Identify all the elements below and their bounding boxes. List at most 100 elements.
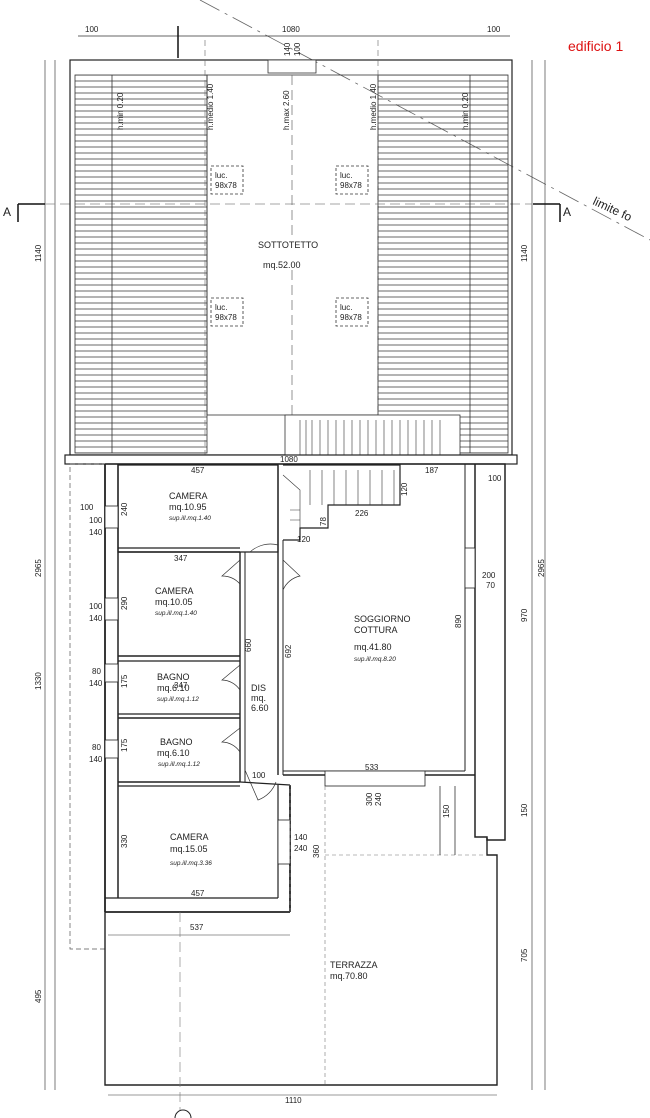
dim-187: 187 [425,466,439,475]
attic-name: SOTTOTETTO [258,240,318,250]
dim-right-705: 705 [520,948,529,962]
skylight [335,165,369,195]
section-mark-right: A [533,203,571,222]
door-swing [249,543,279,553]
window [104,505,119,529]
dim-top-small-b: 100 [293,42,302,56]
dim-347-b: 347 [174,681,188,690]
skylight-label: luc. [215,171,227,180]
height-label-5: h.min 0.20 [461,92,470,130]
dim-right-970: 970 [520,608,529,622]
height-label-3: h.max 2.60 [282,90,291,130]
section-label-left: A [3,205,11,219]
dim-175-b: 175 [120,738,129,752]
main-floor [69,463,506,950]
dim-120-a: 120 [400,482,409,496]
terrace: TERRAZZA mq.70.80 [104,785,498,1110]
room-name-camera-3: CAMERA [170,832,209,842]
terrace-name: TERRAZZA [330,960,378,970]
dim-692: 692 [284,644,293,658]
dim-left-1140: 1140 [34,244,43,262]
room-area-camera-2: mq.10.05 [155,597,193,607]
dim-left-1330: 1330 [34,672,43,690]
dim-top-right: 100 [487,25,501,34]
skylight [210,297,244,327]
dim-78: 78 [319,517,328,526]
room-area-dis: 6.60 [251,703,269,713]
dim-660: 660 [244,638,253,652]
dim-ext-80-a: 80 [92,667,101,676]
skylight-size: 98x78 [340,313,362,322]
french-window [324,770,426,787]
dim-right-100: 100 [488,474,502,483]
limit-line [199,0,650,241]
terrace-area: mq.70.80 [330,971,368,981]
attic-area-value: mq.52.00 [263,260,301,270]
room-sup-camera-3: sup.ill.mq.3.36 [170,860,212,867]
window [464,547,476,589]
door-swing [244,769,277,801]
dim-290: 290 [120,596,129,610]
room-unit-dis: mq. [251,693,266,703]
interior-stair [282,464,401,541]
skylight-size: 98x78 [215,313,237,322]
dim-left-495: 495 [34,989,43,1003]
height-label-1: h.min 0.20 [116,92,125,130]
room-area-bagno-1: mq.6.10 [157,683,190,693]
section-mark-left: A [3,203,45,222]
dim-top-small-a: 140 [283,42,292,56]
room-sup-camera-1: sup.ill.mq.1.40 [169,515,211,522]
dim-360: 360 [312,844,321,858]
window [104,597,119,621]
dim-ext-100-a: 100 [80,503,94,512]
dim-mid-width: 1080 [280,455,298,464]
skylight-label: luc. [215,303,227,312]
door-swing [221,727,241,753]
dim-70: 70 [486,581,495,590]
attic-area: h.min 0.20 h.medio 1.40 h.max 2.60 h.med… [69,40,513,456]
dim-457-top: 457 [191,466,205,475]
dim-ext-140-b: 140 [89,614,103,623]
dim-537: 537 [190,923,204,932]
height-label-4: h.medio 1.40 [369,83,378,130]
room-sup-soggiorno: sup.ill.mq.8.20 [354,656,396,663]
dim-right-1140: 1140 [520,244,529,262]
door-swing [221,559,241,585]
room-area-camera-1: mq.10.95 [169,502,207,512]
dim-left-2965: 2965 [34,559,43,577]
dim-window-240: 240 [294,844,308,853]
skylight-label: luc. [340,303,352,312]
skylight-label: luc. [340,171,352,180]
dim-top-center: 1080 [282,25,300,34]
window [104,739,119,759]
skylight-size: 98x78 [215,181,237,190]
dim-window-140: 140 [294,833,308,842]
skylight [210,165,244,195]
room-sup-camera-2: sup.ill.mq.1.40 [155,610,197,617]
room-sup-bagno-2: sup.ill.mq.1.12 [158,761,200,768]
section-mark-bottom [174,1109,192,1118]
room-sup-bagno-1: sup.ill.mq.1.12 [157,696,199,703]
dim-120-b: 120 [297,535,311,544]
window [277,819,291,865]
dim-226: 226 [355,509,369,518]
roof-slope-left [74,74,208,454]
room-name-dis: DIS [251,683,266,693]
dim-300: 300 [365,792,374,806]
dim-175-a: 175 [120,674,129,688]
room-area-soggiorno: mq.41.80 [354,642,392,652]
door-swing [282,559,301,591]
dim-150-door: 150 [442,804,451,818]
dim-330: 330 [120,834,129,848]
roof-slope-right [377,74,509,454]
room-name-camera-2: CAMERA [155,586,194,596]
section-label-right: A [563,205,571,219]
dim-top-left: 100 [85,25,99,34]
skylight [335,297,369,327]
door-swing [221,664,241,691]
building-title: edificio 1 [568,38,623,54]
dim-right-150: 150 [520,803,529,817]
dim-240-door: 240 [374,792,383,806]
room-name-soggiorno: SOGGIORNO [354,614,411,624]
dim-ext-80-b: 80 [92,743,101,752]
